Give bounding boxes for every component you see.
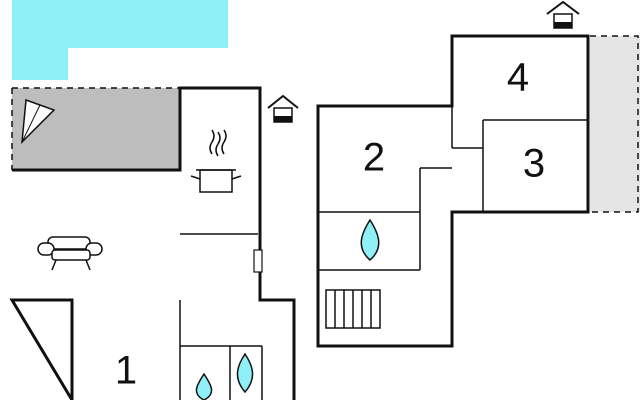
kitchen-pot-icon [190,129,242,193]
side-terrace-outline [590,35,639,213]
sofa-icon [37,236,103,271]
stairs-icon [325,289,381,329]
left-building-walls [9,86,296,400]
terrace-area [12,88,180,170]
parasol-icon [21,98,56,145]
room-3-label: 3 [523,142,545,186]
water-drop-icon [236,352,254,394]
door [253,249,263,273]
room-2-label: 2 [363,136,385,180]
pool-area [12,0,228,80]
room-4-label: 4 [507,56,529,100]
terrace-outline [11,87,180,170]
water-drop-icon [360,218,380,261]
room-1-label: 1 [115,349,137,393]
side-terrace-area [590,36,640,212]
entrance-house-icon [267,94,299,123]
right-building-walls [316,34,590,348]
water-drop-icon [195,372,213,400]
entrance-house-icon [546,0,580,29]
